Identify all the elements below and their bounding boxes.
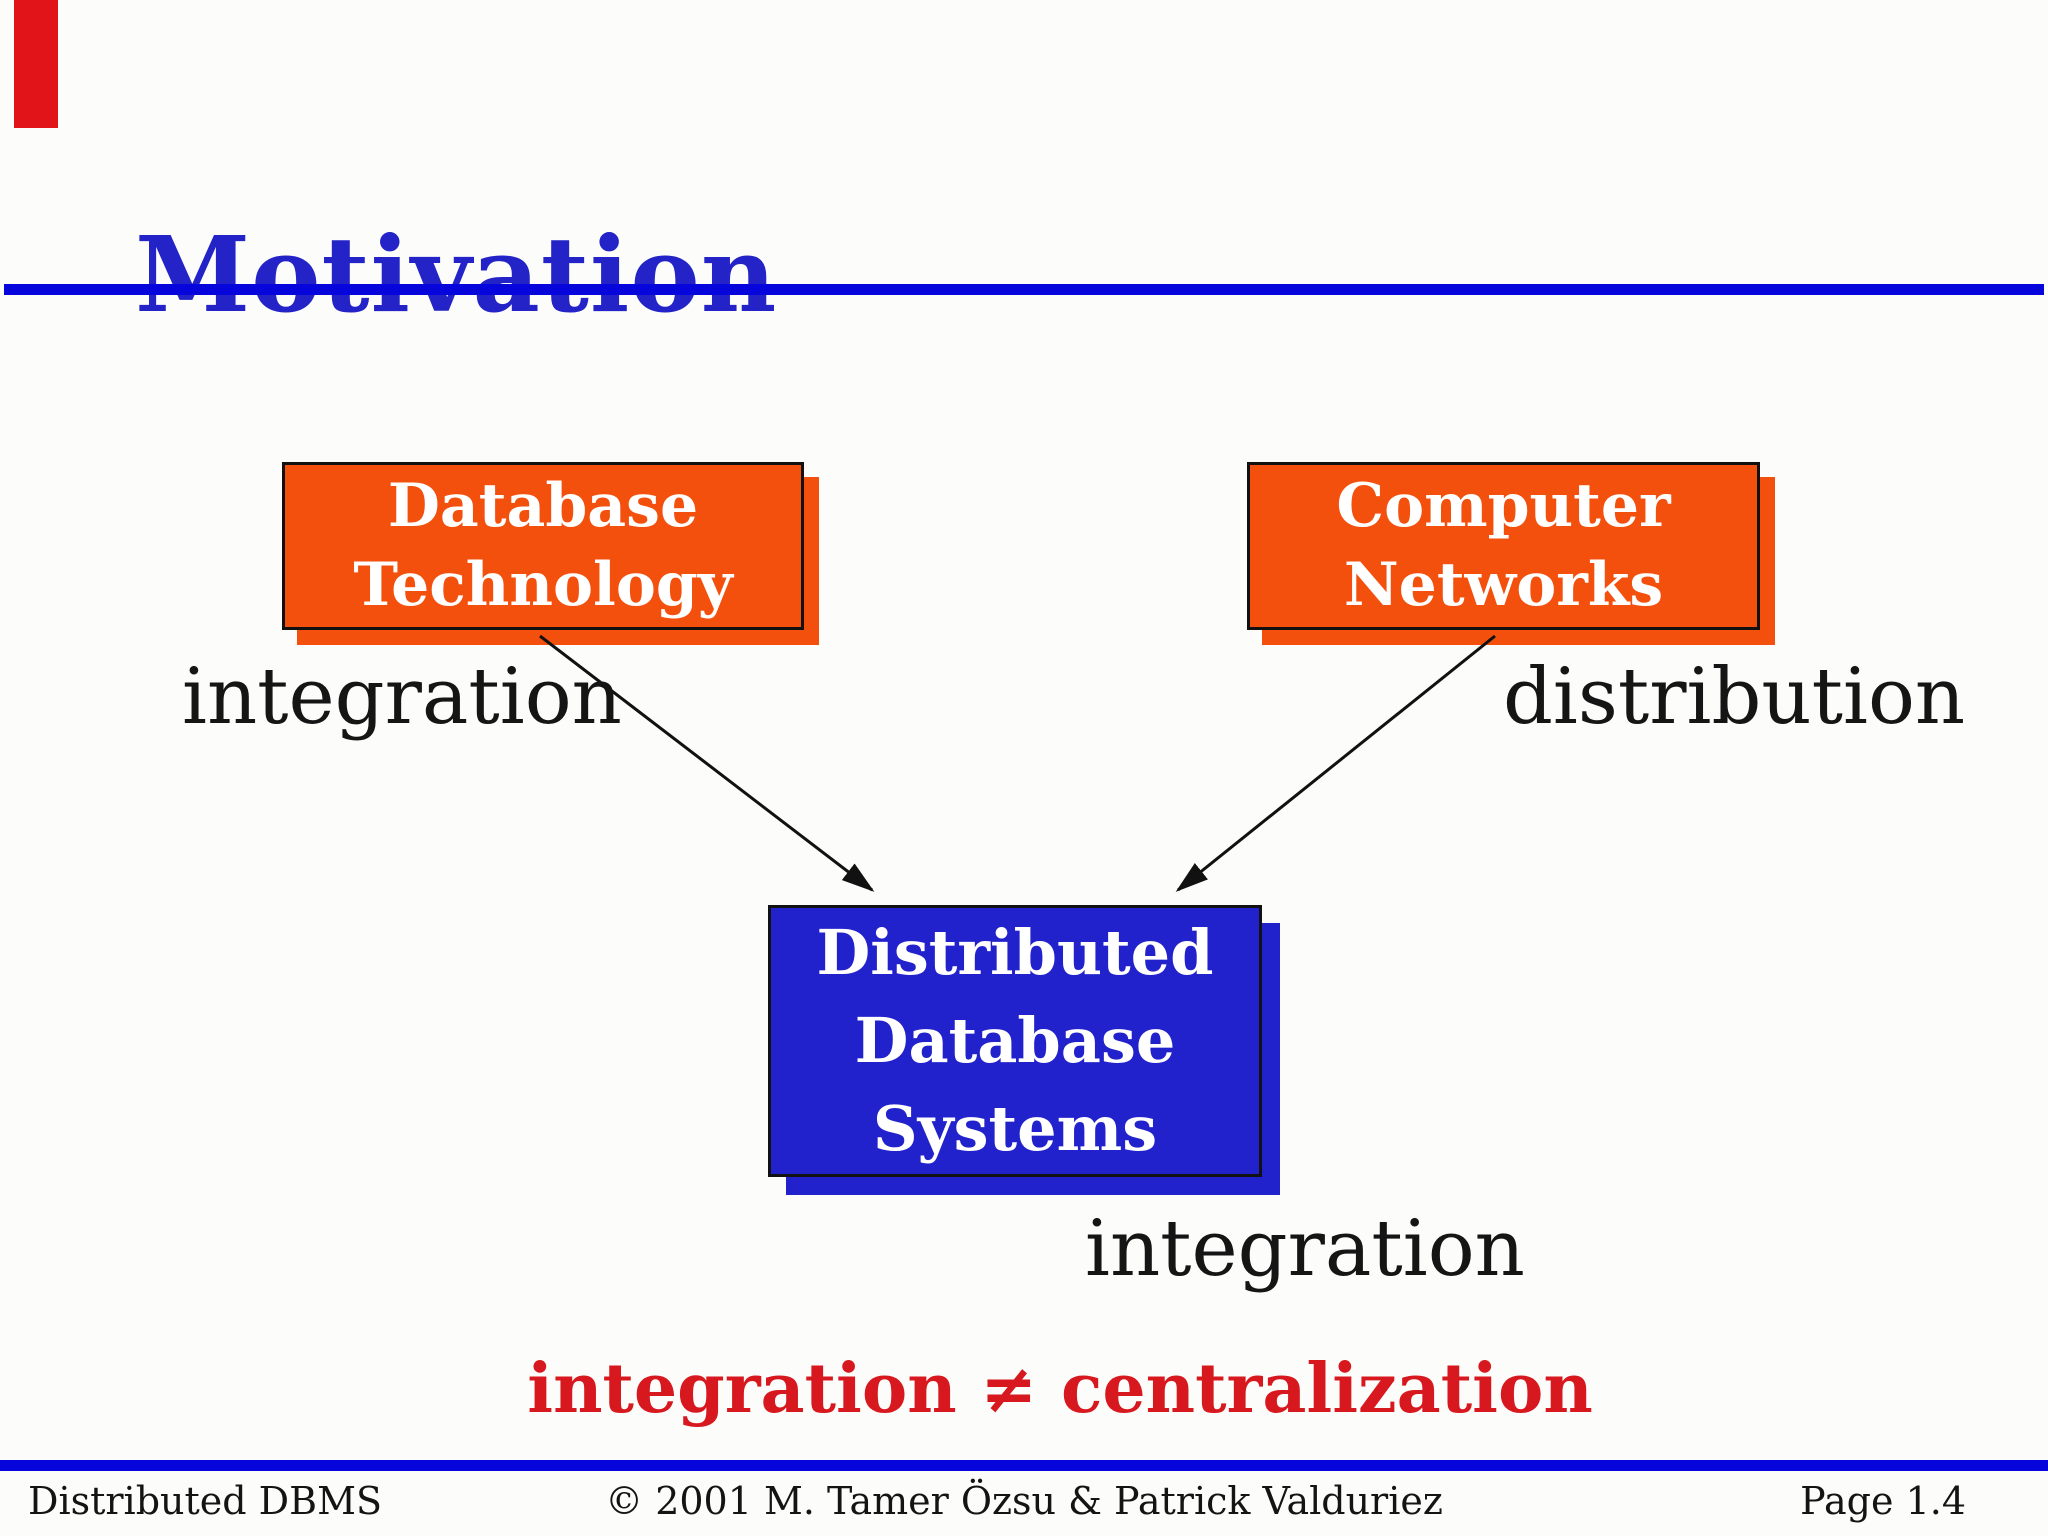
statement-integration-not-centralization: integration ≠ centralization <box>527 1349 1593 1429</box>
box-computer-networks: Computer Networks <box>1247 462 1760 630</box>
title-rule <box>4 284 2044 295</box>
footer-copyright: © 2001 M. Tamer Özsu & Patrick Valduriez <box>605 1479 1443 1523</box>
page-title: Motivation <box>135 212 778 336</box>
footer-page-number: Page 1.4 <box>1800 1479 1966 1523</box>
label-integration-bottom: integration <box>1085 1204 1525 1294</box>
box-database-technology: Database Technology <box>282 462 804 630</box>
box-distributed-database-systems: Distributed Database Systems <box>768 905 1262 1177</box>
label-integration-left: integration <box>182 652 622 742</box>
label-distribution: distribution <box>1503 652 1966 742</box>
arrow-networks-to-dds <box>1175 634 1496 892</box>
footer-rule <box>0 1460 2048 1471</box>
red-corner-bar <box>14 0 58 128</box>
footer-course-name: Distributed DBMS <box>28 1479 383 1523</box>
